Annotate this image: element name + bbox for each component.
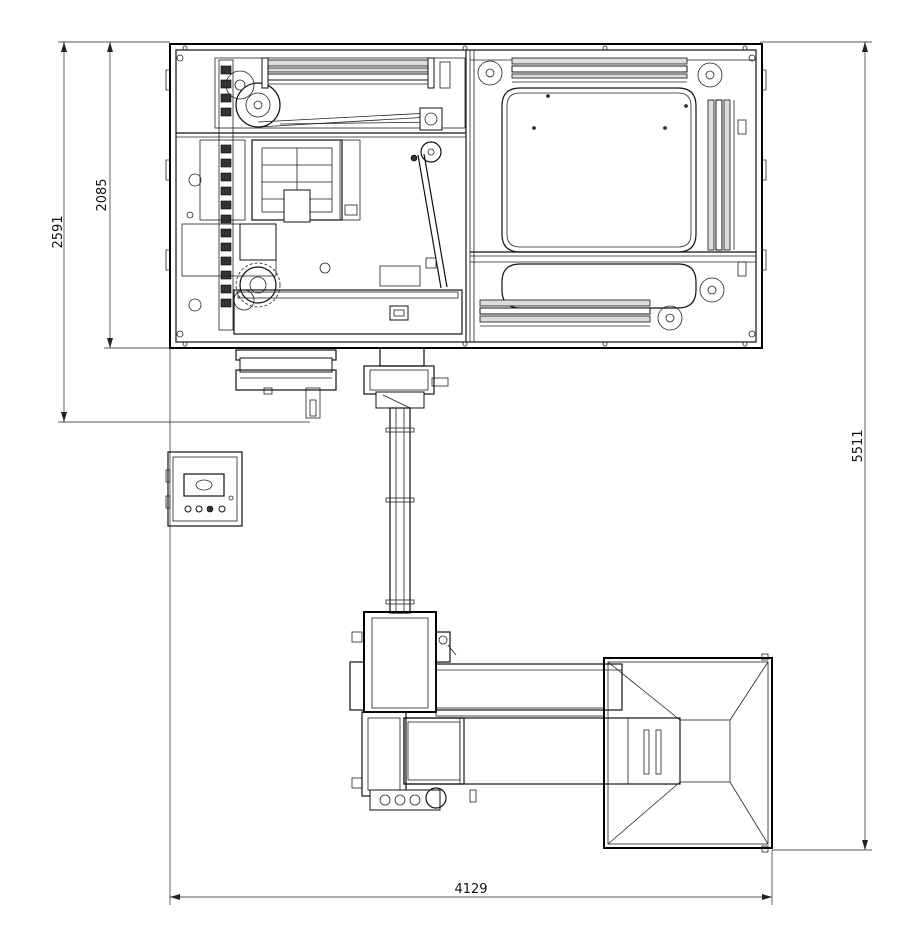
dimension-2591: 2591 [51,215,66,248]
infeed-box [233,289,463,335]
center-mechanism [181,139,421,287]
collection-tray [603,653,773,853]
control-panel [165,451,243,527]
diagonal-arm [410,141,448,289]
left-chain [186,59,234,331]
top-left-conveyor [214,57,466,131]
center-drive-unit [363,347,449,409]
dimension-2085: 2085 [95,178,110,211]
dimension-lines [58,41,872,905]
wrapping-unit [349,611,477,811]
dimension-5511: 5511 [851,429,866,462]
dimension-4129: 4129 [454,882,487,897]
output-conveyor [403,663,681,785]
bottom-sprocket [233,262,281,311]
transfer-column [385,407,415,614]
right-conveyor [477,57,747,331]
left-drive-unit [235,349,337,419]
